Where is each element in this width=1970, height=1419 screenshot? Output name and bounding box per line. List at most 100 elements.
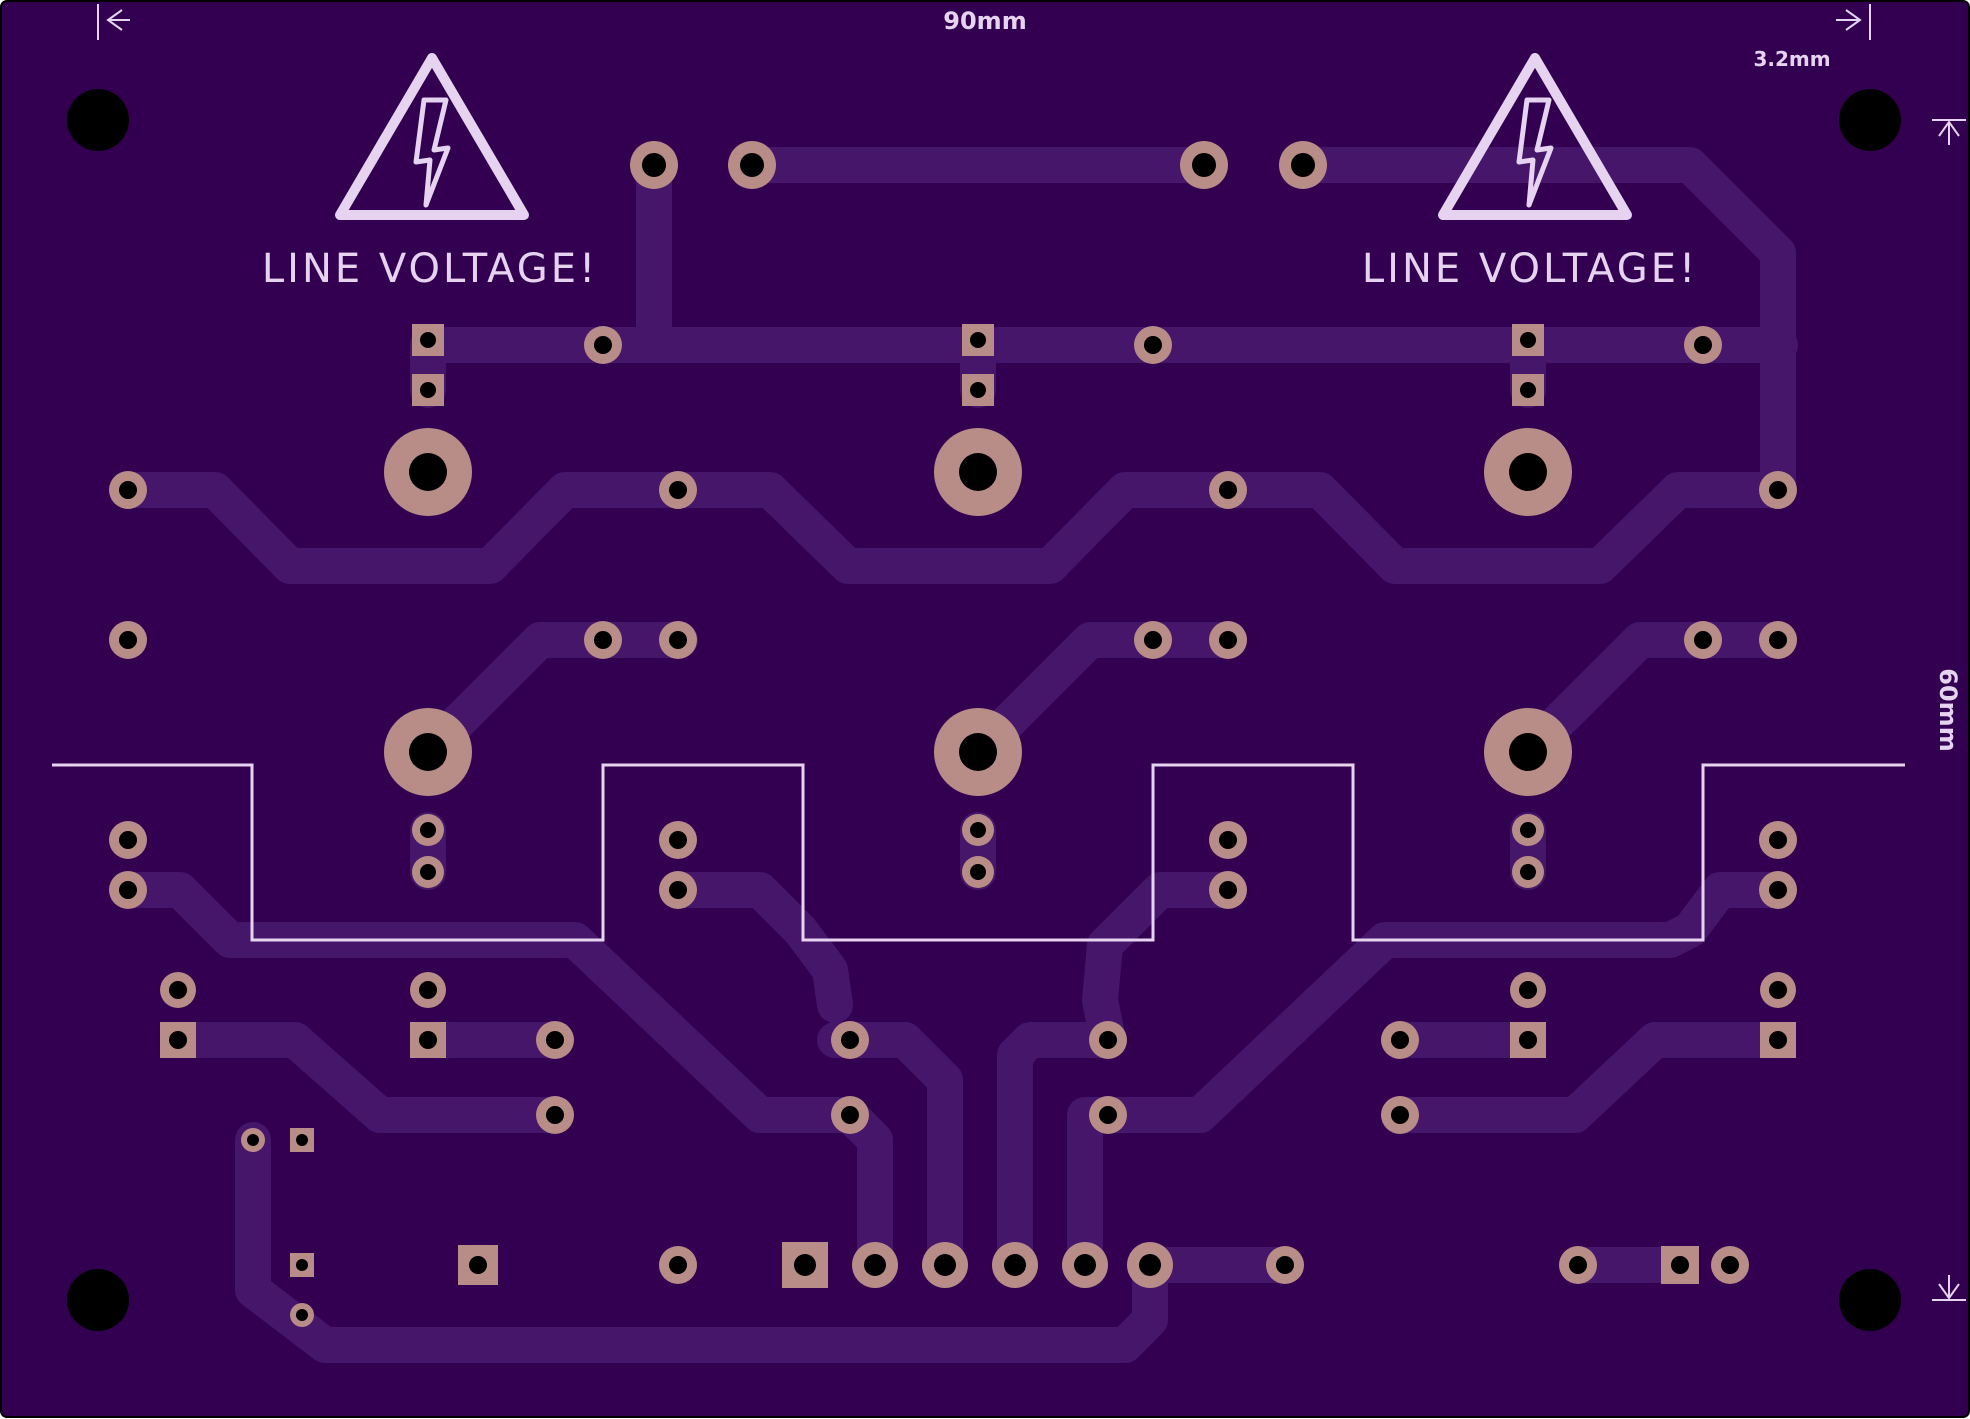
warning-label-left: LINE VOLTAGE! [262,246,598,292]
round-pad [160,972,196,1008]
round-pad [1209,871,1247,909]
mounting-hole-icon [67,1269,129,1331]
terminal-pad [934,708,1022,796]
round-pad [962,814,994,846]
square-pad [1510,1022,1546,1058]
round-pad [1134,326,1172,364]
round-pad [412,814,444,846]
terminal-pad [384,708,472,796]
hole-dimension-label: 3.2mm [1753,47,1830,71]
round-pad [1760,972,1796,1008]
round-pad [831,1021,869,1059]
round-pad [109,471,147,509]
square-pad [1512,324,1544,356]
square-pad [290,1253,314,1277]
round-pad [1089,1021,1127,1059]
trace [1285,147,1796,508]
square-pad [962,374,994,406]
round-pad [584,326,622,364]
round-pad [659,1246,697,1284]
round-pad [1559,1246,1597,1284]
round-pad [659,821,697,859]
round-pad [1266,1246,1304,1284]
round-pad [1381,1021,1419,1059]
square-pad [1661,1246,1699,1284]
round-pad [659,871,697,909]
round-pad [412,856,444,888]
square-pad [412,324,444,356]
square-pad [458,1245,498,1285]
trace [1082,872,1246,1058]
mounting-holes [67,89,1901,1331]
trace [817,1022,963,1283]
round-pad [1127,1242,1173,1288]
round-pad [630,141,678,189]
round-pad [992,1242,1038,1288]
dimension-markers [97,4,1966,1301]
mounting-hole-icon [1839,1269,1901,1331]
round-pad [109,821,147,859]
round-pad [1209,821,1247,859]
high-voltage-warning-icon [1438,53,1632,220]
round-pad [241,1128,265,1152]
round-pad [1759,621,1797,659]
round-pad [290,1303,314,1327]
round-pad [728,141,776,189]
round-pad [1279,141,1327,189]
round-pad [922,1242,968,1288]
square-pad [782,1242,828,1288]
silkscreen-outline [52,763,1905,942]
round-pad [1209,471,1247,509]
trace [110,472,1796,584]
height-dimension-label: 60mm [1934,668,1962,751]
terminal-pad [1484,428,1572,516]
terminal-pad [384,428,472,516]
round-pad [536,1021,574,1059]
square-pad [1512,374,1544,406]
round-pad [1209,621,1247,659]
round-pad [1684,326,1722,364]
pads [109,141,1797,1327]
mounting-hole-icon [67,89,129,151]
mounting-hole-icon [1839,89,1901,151]
round-pad [584,621,622,659]
trace [960,622,1246,770]
round-pad [962,856,994,888]
round-pad [1759,821,1797,859]
trace [997,1022,1126,1283]
round-pad [659,471,697,509]
square-pad [410,1022,446,1058]
round-pad [109,621,147,659]
warning-label-right: LINE VOLTAGE! [1362,246,1698,292]
width-dimension-label: 90mm [943,7,1026,35]
round-pad [1512,814,1544,846]
round-pad [1134,621,1172,659]
round-pad [1062,1242,1108,1288]
round-pad [1512,856,1544,888]
round-pad [1089,1096,1127,1134]
trace [235,1122,1168,1363]
round-pad [1381,1096,1419,1134]
square-pad [412,374,444,406]
round-pad [1759,871,1797,909]
round-pad [1180,141,1228,189]
trace [410,622,698,770]
round-pad [1684,621,1722,659]
trace [660,872,853,1023]
round-pad [852,1242,898,1288]
round-pad [410,972,446,1008]
round-pad [831,1096,869,1134]
square-pad [290,1128,314,1152]
trace [160,1022,573,1133]
high-voltage-warning-icon [335,53,529,220]
round-pad [659,621,697,659]
square-pad [1760,1022,1796,1058]
trace [1510,622,1796,770]
round-pad [1759,471,1797,509]
trace [110,872,893,1283]
terminal-pad [1484,708,1572,796]
terminal-pad [934,428,1022,516]
trace [1382,1022,1796,1133]
